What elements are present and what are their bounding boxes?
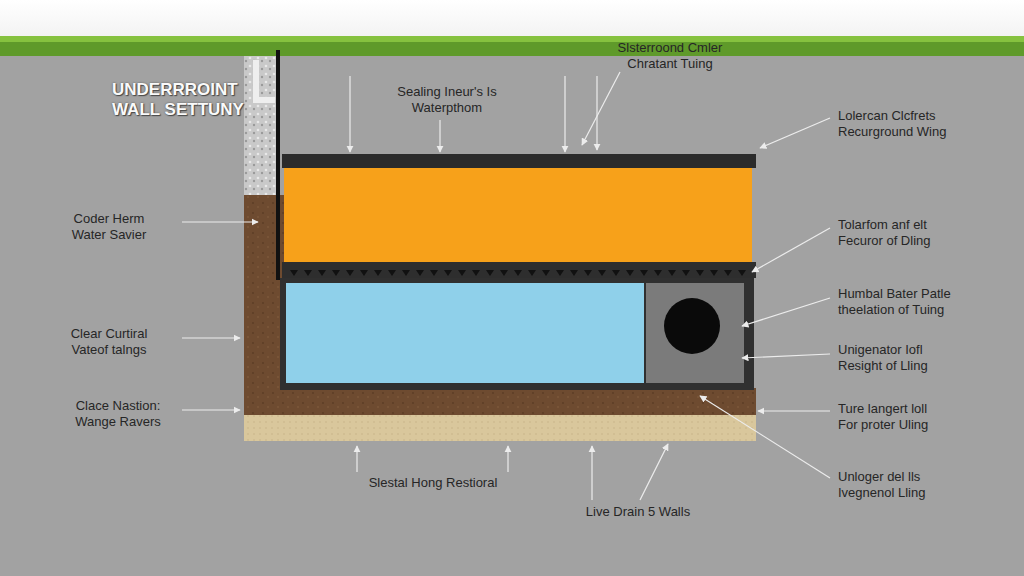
callout-label: Slsterroond Cmler Chratant Tuing	[595, 40, 745, 72]
drain-bump	[654, 270, 662, 276]
sky	[0, 0, 1024, 40]
drain-bump	[668, 270, 676, 276]
soil	[244, 388, 756, 416]
drain-bump	[584, 270, 592, 276]
drain-bump	[304, 270, 312, 276]
drain-bump	[430, 270, 438, 276]
callout-label: Clear Curtiral Vateof talngs	[53, 326, 165, 358]
sand-layer	[244, 415, 756, 441]
leader-lines	[182, 72, 830, 500]
callout-label: Unigenator Iofl Resight of Lling	[838, 342, 958, 374]
drain-bump	[528, 270, 536, 276]
drain-bump	[612, 270, 620, 276]
callout-label: Slestal Hong Restioral	[333, 475, 533, 491]
pipe	[256, 60, 275, 100]
drain-bump	[318, 270, 326, 276]
drain-bump	[598, 270, 606, 276]
drain-bump	[374, 270, 382, 276]
callout-label: Clace Nastion: Wange Ravers	[62, 398, 174, 430]
drain-bump	[500, 270, 508, 276]
drain-bump	[416, 270, 424, 276]
callout-label: Tolarfom anf elt Fecuror of Dling	[838, 217, 958, 249]
gravel-column	[244, 56, 278, 196]
drain-bump	[696, 270, 704, 276]
drain-bump	[290, 270, 298, 276]
drain-bump	[388, 270, 396, 276]
drain-bump	[542, 270, 550, 276]
frame	[280, 278, 754, 390]
drain-bump	[402, 270, 410, 276]
drain-bump	[682, 270, 690, 276]
grass-top	[0, 36, 1024, 42]
drain-bump	[710, 270, 718, 276]
callout-label: Ture langert loll For proter Uling	[838, 401, 950, 433]
drain-box	[646, 283, 744, 383]
drain-bump	[346, 270, 354, 276]
callout-label: Sealing Ineur's Is Waterpthom	[377, 84, 517, 116]
diagram-title: UNDERRROINT WALL SETTUNY	[112, 80, 262, 120]
drain-bump	[626, 270, 634, 276]
callout-label: Unloger del lls Ivegnenol Lling	[838, 469, 963, 501]
drain-bump	[570, 270, 578, 276]
drain-bump	[738, 270, 746, 276]
membrane	[282, 154, 756, 168]
drain-bump	[556, 270, 564, 276]
callout-label: Live Drain 5 Walls	[543, 504, 733, 520]
drain-bump	[332, 270, 340, 276]
callout-label: Lolercan Clcfrets Recurground Wing	[838, 108, 988, 140]
drain-bump	[472, 270, 480, 276]
drain-bump	[640, 270, 648, 276]
drain-bump	[486, 270, 494, 276]
drain-bump	[724, 270, 732, 276]
drain-mat	[282, 262, 756, 278]
wall-line	[276, 50, 280, 280]
drain-bump	[514, 270, 522, 276]
drain-bump	[360, 270, 368, 276]
insulation-band	[284, 168, 752, 262]
water-band	[286, 283, 644, 383]
drain-pipe	[664, 298, 720, 354]
drain-bump	[458, 270, 466, 276]
callout-label: Humbal Bater Patle theelation of Tuing	[838, 286, 973, 318]
drain-bump	[444, 270, 452, 276]
callout-label: Coder Herm Water Savier	[63, 211, 155, 243]
